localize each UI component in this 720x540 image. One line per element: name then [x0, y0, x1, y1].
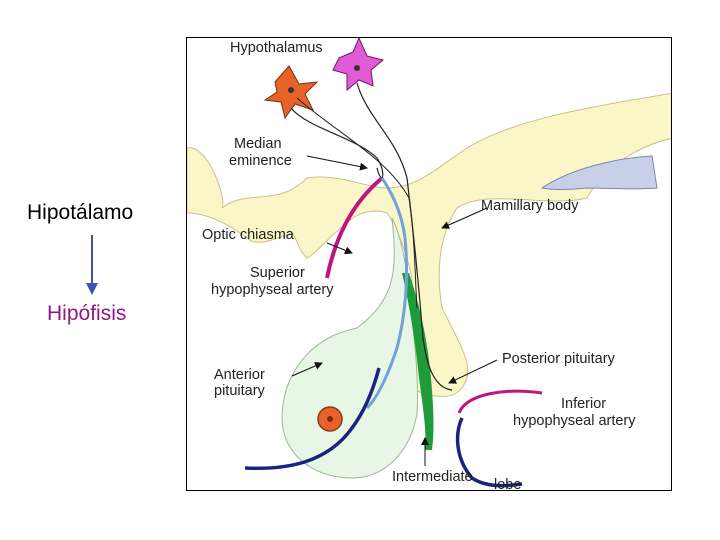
superior-hypophyseal-artery [325, 176, 384, 279]
mamillary-body-shape [540, 155, 658, 190]
superior-artery-label-2: hypophyseal artery [211, 282, 334, 298]
down-arrow-icon [86, 235, 98, 295]
mamillary-body-label: Mamillary body [481, 198, 579, 214]
intermediate-lobe-label-1: Intermediate [392, 469, 473, 485]
posterior-vein [455, 417, 523, 488]
intermediate-lobe-shape [402, 273, 434, 450]
portal-vessel [365, 177, 409, 410]
hipofisis-label: Hipófisis [47, 302, 127, 325]
anterior-pituitary-label-2: pituitary [214, 383, 266, 399]
pituitary-diagram: Hypothalamus Median eminence Mamillary b… [186, 37, 672, 491]
hypothalamus-label: Hypothalamus [230, 40, 323, 56]
median-eminence-label-2: eminence [229, 153, 292, 169]
posterior-pituitary-label: Posterior pituitary [502, 351, 616, 367]
intermediate-lobe-label-2: lobe [494, 477, 521, 491]
median-eminence-label-1: Median [234, 136, 282, 152]
inferior-artery-label-2: hypophyseal artery [513, 413, 636, 429]
optic-chiasma-label: Optic chiasma [202, 227, 295, 243]
inferior-hypophyseal-artery [457, 389, 543, 414]
superior-artery-label-1: Superior [250, 265, 305, 281]
anterior-pituitary-label-1: Anterior [214, 367, 265, 383]
hypothalamus-tissue [187, 92, 671, 397]
inferior-artery-label-1: Inferior [561, 396, 606, 412]
pink-neuron-icon [332, 38, 385, 92]
anterior-vein [244, 367, 381, 471]
hipotalamo-label: Hipotálamo [27, 201, 134, 224]
